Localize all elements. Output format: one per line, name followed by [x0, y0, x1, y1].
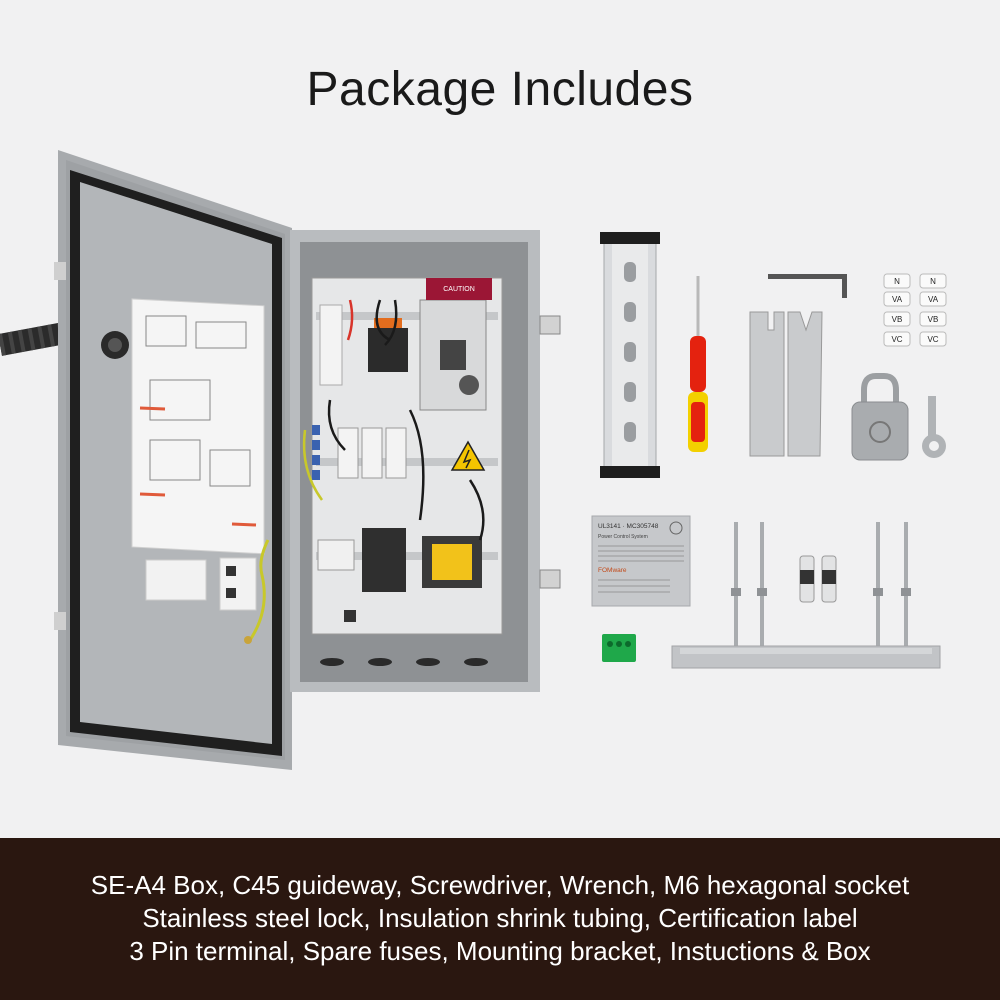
- spare-fuses: [799, 555, 837, 603]
- wrench: [749, 274, 847, 457]
- label-vb-1: VB: [892, 315, 903, 324]
- din-rail: [600, 232, 660, 478]
- caption-line-3: 3 Pin terminal, Spare fuses, Mounting br…: [129, 936, 871, 966]
- shrink-tubing-labels: N N VA VA VB VB VC VC: [883, 273, 947, 347]
- page-title: Package Includes: [306, 63, 694, 116]
- caution-label: CAUTION: [443, 286, 475, 293]
- enclosure-door: [54, 150, 292, 770]
- label-n-1: N: [894, 277, 900, 286]
- caption-bar: [0, 838, 1000, 1000]
- product-illustration: CAUTION: [0, 150, 947, 770]
- label-vb-2: VB: [928, 315, 939, 324]
- screwdriver: [688, 276, 708, 452]
- cert-code: UL3141 · MC305748: [598, 523, 659, 530]
- cert-subtitle: Power Control System: [598, 534, 648, 540]
- label-va-1: VA: [892, 295, 903, 304]
- padlock: [851, 373, 909, 461]
- enclosure-body: CAUTION: [290, 230, 561, 692]
- caption-line-2: Stainless steel lock, Insulation shrink …: [142, 903, 858, 933]
- three-pin-terminal: [602, 634, 636, 662]
- label-n-2: N: [930, 277, 936, 286]
- label-vc-2: VC: [927, 335, 938, 344]
- caption-line-1: SE-A4 Box, C45 guideway, Screwdriver, Wr…: [90, 870, 910, 900]
- label-va-2: VA: [928, 295, 939, 304]
- mounting-bracket: [671, 522, 941, 669]
- label-vc-1: VC: [891, 335, 902, 344]
- certification-label: UL3141 · MC305748 Power Control System F…: [591, 515, 691, 607]
- brand-name: FOMware: [598, 567, 627, 574]
- key: [922, 396, 946, 458]
